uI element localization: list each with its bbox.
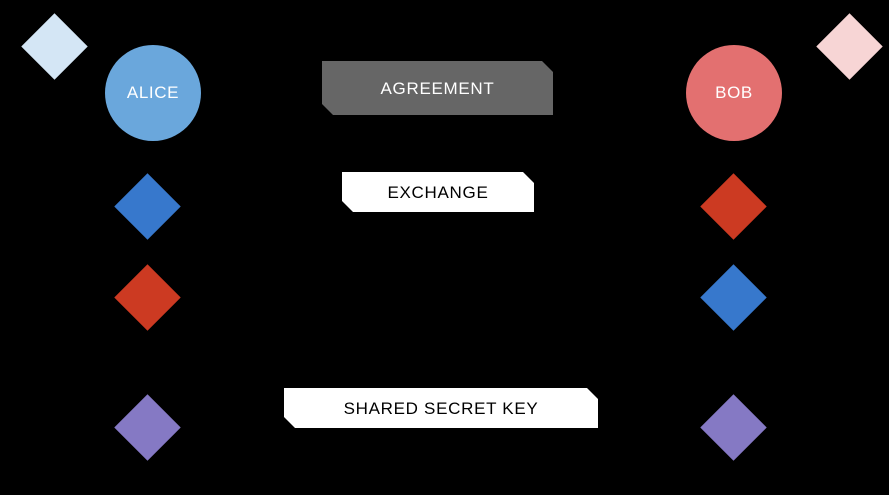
party-bob[interactable]: BOB bbox=[686, 45, 782, 141]
bob-diamond-3 bbox=[700, 394, 767, 461]
banner-exchange-label: EXCHANGE bbox=[387, 182, 489, 202]
banner-exchange[interactable]: EXCHANGE bbox=[342, 172, 534, 212]
party-alice[interactable]: ALICE bbox=[105, 45, 201, 141]
alice-public-key-diamond bbox=[21, 13, 88, 80]
banner-shared-secret-key-label: SHARED SECRET KEY bbox=[343, 398, 539, 418]
banner-shared-secret-key[interactable]: SHARED SECRET KEY bbox=[284, 388, 598, 428]
banner-agreement[interactable]: AGREEMENT bbox=[322, 61, 553, 115]
party-bob-label: BOB bbox=[715, 83, 753, 102]
alice-diamond-2 bbox=[114, 264, 181, 331]
bob-public-key-diamond bbox=[816, 13, 883, 80]
alice-diamond-3 bbox=[114, 394, 181, 461]
party-alice-label: ALICE bbox=[126, 83, 180, 102]
alice-diamond-1 bbox=[114, 173, 181, 240]
banner-agreement-label: AGREEMENT bbox=[380, 78, 495, 98]
bob-diamond-1 bbox=[700, 173, 767, 240]
bob-diamond-2 bbox=[700, 264, 767, 331]
